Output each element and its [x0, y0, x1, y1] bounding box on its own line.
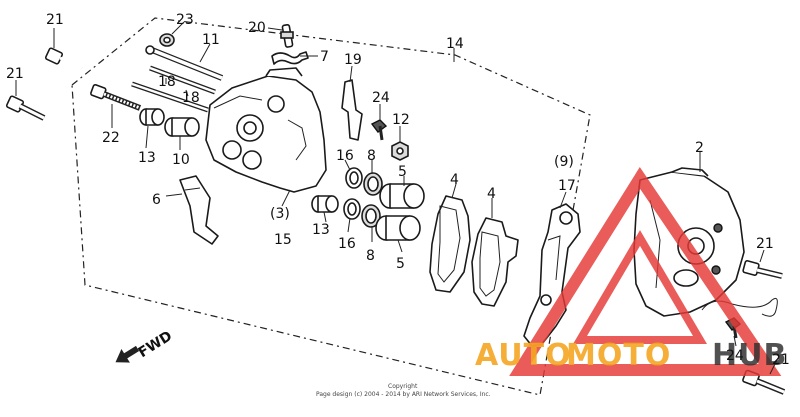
pin-11[interactable]	[145, 45, 224, 81]
callout-15[interactable]: 15	[274, 232, 292, 248]
washer-23[interactable]	[159, 33, 175, 47]
watermark-text-auto: AUTO	[475, 338, 572, 373]
pin-18-lower[interactable]	[131, 81, 209, 113]
copyright-title: Copyright	[388, 383, 418, 390]
bolt-22[interactable]	[90, 84, 142, 111]
callout-7[interactable]: 7	[320, 49, 329, 65]
caliper-body-15[interactable]	[205, 67, 327, 193]
copyright-line: Page design (c) 2004 - 2014 by ARI Netwo…	[316, 391, 491, 398]
callout-24[interactable]: 24	[726, 348, 744, 364]
callout-4[interactable]: 4	[450, 172, 459, 188]
bleeder-screw-20[interactable]	[280, 23, 294, 48]
callout-6[interactable]: 6	[152, 192, 161, 208]
watermark-text-moto: MOTO	[566, 338, 671, 373]
callout-8[interactable]: 8	[367, 148, 376, 164]
pin-18-upper[interactable]	[149, 65, 216, 95]
callout-19[interactable]: 19	[344, 52, 362, 68]
assembly-boundary	[71, 17, 591, 396]
callout-8[interactable]: 8	[366, 248, 375, 264]
brake-pad-4-right[interactable]	[471, 217, 519, 307]
forward-arrow-icon	[115, 345, 140, 363]
seal-16-lower[interactable]	[343, 198, 361, 220]
pad-retainer-19[interactable]	[341, 79, 363, 141]
callout-5[interactable]: 5	[396, 256, 405, 272]
watermark-triangle-outer	[509, 167, 782, 376]
piston-5-upper[interactable]	[379, 183, 425, 209]
sleeve-13-left[interactable]	[139, 108, 165, 126]
callout-4[interactable]: 4	[487, 186, 496, 202]
pad-spring-6[interactable]	[179, 175, 219, 245]
callout-18[interactable]: 18	[158, 74, 176, 90]
callout-21[interactable]: 21	[46, 12, 64, 28]
watermark-triangle-inner	[573, 230, 707, 344]
bolt-21-right[interactable]	[742, 260, 783, 279]
callout-21[interactable]: 21	[6, 66, 24, 82]
callout-20[interactable]: 20	[248, 20, 266, 36]
sleeve-10[interactable]	[164, 117, 200, 137]
seal-8-upper[interactable]	[363, 172, 383, 196]
bolt-21-top[interactable]	[44, 47, 83, 70]
callout-2[interactable]: 2	[695, 140, 704, 156]
callout-17[interactable]: 17	[558, 178, 576, 194]
callout-21[interactable]: 21	[772, 352, 790, 368]
callout-3[interactable]: (3)	[270, 206, 290, 222]
callout-12[interactable]: 12	[392, 112, 410, 128]
caliper-bracket-17[interactable]	[523, 203, 581, 347]
callout-16[interactable]: 16	[336, 148, 354, 164]
callout-9[interactable]: (9)	[554, 154, 574, 170]
callout-11[interactable]: 11	[202, 32, 220, 48]
callout-18[interactable]: 18	[182, 90, 200, 106]
seal-16-upper[interactable]	[345, 167, 363, 189]
piston-5-lower[interactable]	[375, 215, 421, 241]
bolt-21-left[interactable]	[5, 95, 46, 121]
bleeder-cap-7[interactable]	[271, 51, 309, 65]
callout-24[interactable]: 24	[372, 90, 390, 106]
seal-8-lower[interactable]	[361, 204, 381, 228]
callout-5[interactable]: 5	[398, 164, 407, 180]
sleeve-13-center[interactable]	[311, 195, 339, 213]
watermark-logo	[509, 167, 782, 376]
callout-14[interactable]: 14	[446, 36, 464, 52]
callout-13[interactable]: 13	[138, 150, 156, 166]
callout-13[interactable]: 13	[312, 222, 330, 238]
callout-16[interactable]: 16	[338, 236, 356, 252]
leader-lines	[15, 21, 779, 375]
callout-23[interactable]: 23	[176, 12, 194, 28]
forward-label: FWD	[136, 328, 176, 361]
brake-pad-4-left[interactable]	[429, 195, 471, 293]
callout-22[interactable]: 22	[102, 130, 120, 146]
bolt-24-upper[interactable]	[370, 119, 388, 141]
callout-21[interactable]: 21	[756, 236, 774, 252]
nut-12[interactable]	[391, 141, 409, 161]
callout-10[interactable]: 10	[172, 152, 190, 168]
